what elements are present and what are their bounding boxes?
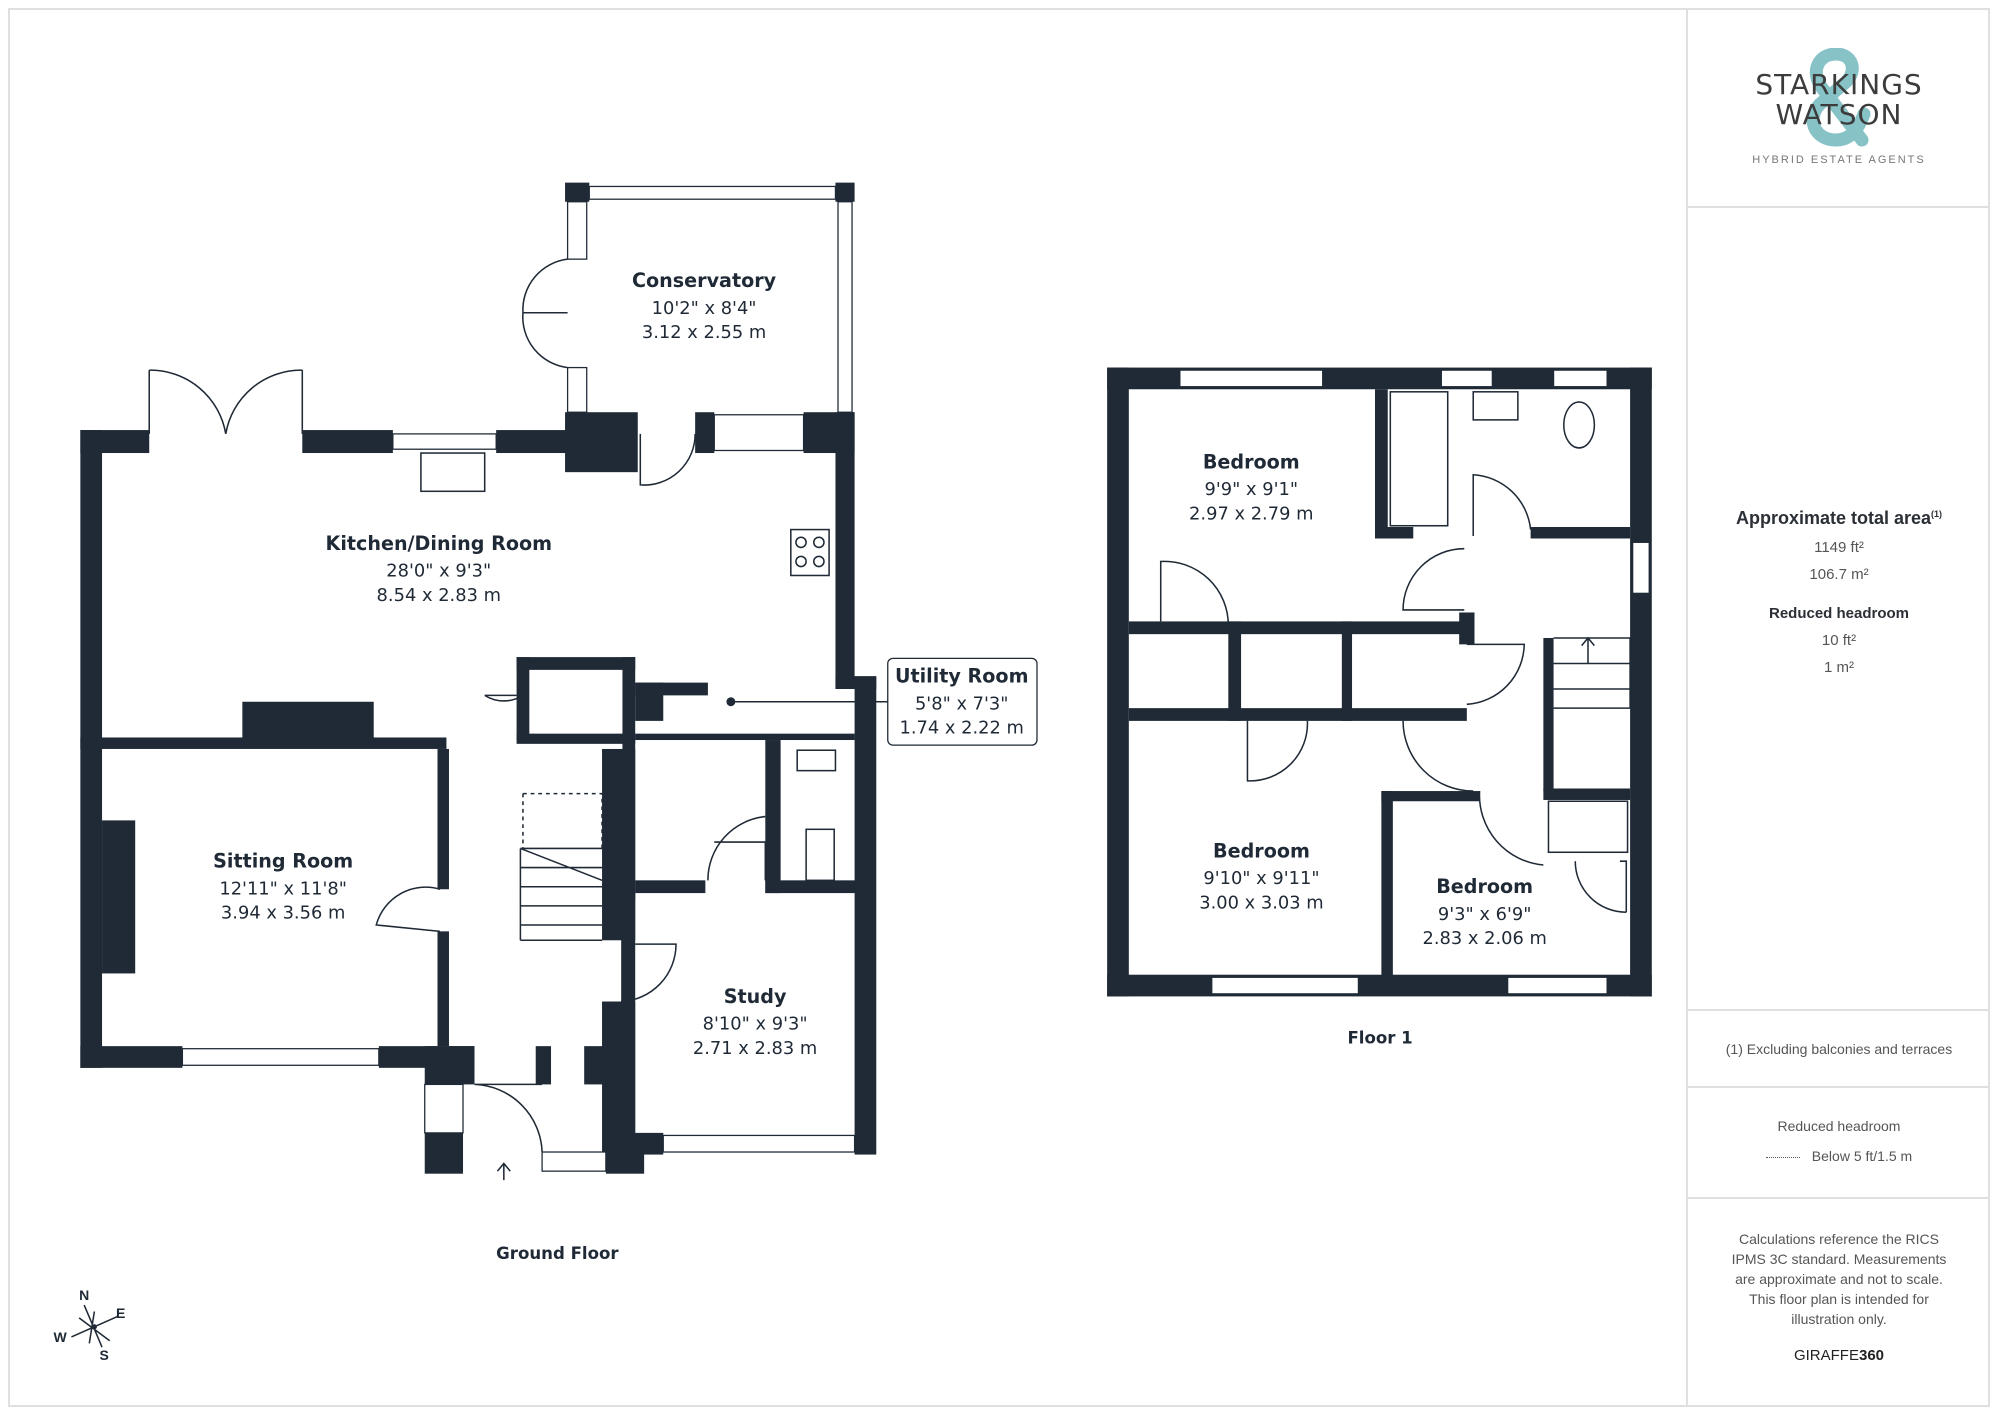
room-bedroom-2: Bedroom 9'10" x 9'11" 3.00 x 3.03 m bbox=[1199, 839, 1323, 913]
compass-south: S bbox=[99, 1347, 108, 1363]
giraffe360-credit: GIRAFFE360 bbox=[1688, 1347, 1990, 1364]
compass-icon: N E S W bbox=[54, 1287, 126, 1363]
legend-section: Reduced headroom Below 5 ft/1.5 m bbox=[1688, 1088, 1990, 1199]
room-dimensions-metric: 3.94 x 3.56 m bbox=[221, 903, 345, 924]
room-kitchen-dining: Kitchen/Dining Room 28'0" x 9'3" 8.54 x … bbox=[326, 532, 553, 606]
room-study: Study 8'10" x 9'3" 2.71 x 2.83 m bbox=[693, 985, 817, 1059]
room-name: Bedroom bbox=[1213, 839, 1310, 862]
room-name: Sitting Room bbox=[213, 850, 353, 873]
room-dimensions-imperial: 9'3" x 6'9" bbox=[1438, 904, 1532, 925]
compass-north: N bbox=[79, 1287, 89, 1303]
room-dimensions-metric: 3.00 x 3.03 m bbox=[1199, 892, 1323, 913]
compass-east: E bbox=[116, 1305, 125, 1321]
room-dimensions-imperial: 9'10" x 9'11" bbox=[1203, 868, 1319, 889]
room-name: Utility Room bbox=[895, 665, 1029, 688]
disclaimer-section: Calculations reference the RICS IPMS 3C … bbox=[1688, 1199, 1990, 1407]
reduced-headroom-m: 1 m² bbox=[1824, 659, 1854, 676]
room-dimensions-imperial: 8'10" x 9'3" bbox=[703, 1014, 808, 1035]
room-utility: Utility Room 5'8" x 7'3" 1.74 x 2.22 m bbox=[887, 657, 1038, 746]
credit-b: 360 bbox=[1858, 1347, 1885, 1364]
dotted-line-icon bbox=[1765, 1156, 1800, 1158]
logo-line-2: WATSON bbox=[1775, 98, 1903, 131]
room-dimensions-imperial: 10'2" x 8'4" bbox=[652, 298, 757, 319]
room-dimensions-metric: 1.74 x 2.22 m bbox=[900, 718, 1024, 739]
room-sitting-room: Sitting Room 12'11" x 11'8" 3.94 x 3.56 … bbox=[213, 850, 353, 924]
footnote: (1) Excluding balconies and terraces bbox=[1725, 1041, 1953, 1057]
credit-a: GIRAFFE bbox=[1793, 1347, 1859, 1364]
area-summary: Approximate total area(1) 1149 ft² 106.7… bbox=[1688, 208, 1990, 1011]
room-dimensions-metric: 2.83 x 2.06 m bbox=[1422, 928, 1546, 949]
ground-floor-label: Ground Floor bbox=[496, 1244, 619, 1263]
room-conservatory: Conservatory 10'2" x 8'4" 3.12 x 2.55 m bbox=[632, 269, 777, 343]
room-dimensions-imperial: 12'11" x 11'8" bbox=[219, 878, 347, 899]
legend-title: Reduced headroom bbox=[1777, 1118, 1901, 1134]
room-name: Conservatory bbox=[632, 269, 777, 292]
room-dimensions-imperial: 28'0" x 9'3" bbox=[386, 561, 491, 582]
page-frame bbox=[8, 8, 1990, 1407]
room-name: Bedroom bbox=[1436, 875, 1533, 898]
room-dimensions-metric: 2.71 x 2.83 m bbox=[693, 1038, 817, 1059]
legend-item: Below 5 ft/1.5 m bbox=[1811, 1148, 1913, 1164]
room-name: Study bbox=[724, 985, 787, 1008]
total-area-title: Approximate total area bbox=[1735, 508, 1932, 528]
total-area-ft: 1149 ft² bbox=[1814, 539, 1864, 556]
room-bedroom-3: Bedroom 9'3" x 6'9" 2.83 x 2.06 m bbox=[1422, 875, 1546, 949]
reduced-headroom-ft: 10 ft² bbox=[1821, 632, 1857, 649]
compass-west: W bbox=[54, 1329, 68, 1345]
room-dimensions-imperial: 9'9" x 9'1" bbox=[1205, 479, 1299, 500]
logo-tagline: HYBRID ESTATE AGENTS bbox=[1752, 154, 1926, 166]
room-name: Kitchen/Dining Room bbox=[326, 532, 553, 555]
floor-1-walls bbox=[1107, 367, 1652, 997]
floor-1-label: Floor 1 bbox=[1347, 1029, 1412, 1048]
total-area-m: 106.7 m² bbox=[1809, 566, 1869, 583]
room-name: Bedroom bbox=[1203, 450, 1300, 473]
logo-ampersand-graphic bbox=[1806, 48, 1871, 147]
reduced-headroom-title: Reduced headroom bbox=[1768, 605, 1910, 622]
room-dimensions-imperial: 5'8" x 7'3" bbox=[915, 693, 1009, 714]
room-bedroom-1: Bedroom 9'9" x 9'1" 2.97 x 2.79 m bbox=[1189, 450, 1313, 524]
room-dimensions-metric: 3.12 x 2.55 m bbox=[642, 322, 766, 343]
room-dimensions-metric: 8.54 x 2.83 m bbox=[377, 585, 501, 606]
total-area-footnote-mark: (1) bbox=[1931, 509, 1943, 519]
room-dimensions-metric: 2.97 x 2.79 m bbox=[1189, 503, 1313, 524]
disclaimer: Calculations reference the RICS IPMS 3C … bbox=[1731, 1231, 1947, 1327]
logo-line-1: STARKINGS bbox=[1755, 68, 1923, 101]
ground-floor-walls bbox=[80, 182, 888, 1181]
footnote-section: (1) Excluding balconies and terraces bbox=[1688, 1011, 1990, 1088]
